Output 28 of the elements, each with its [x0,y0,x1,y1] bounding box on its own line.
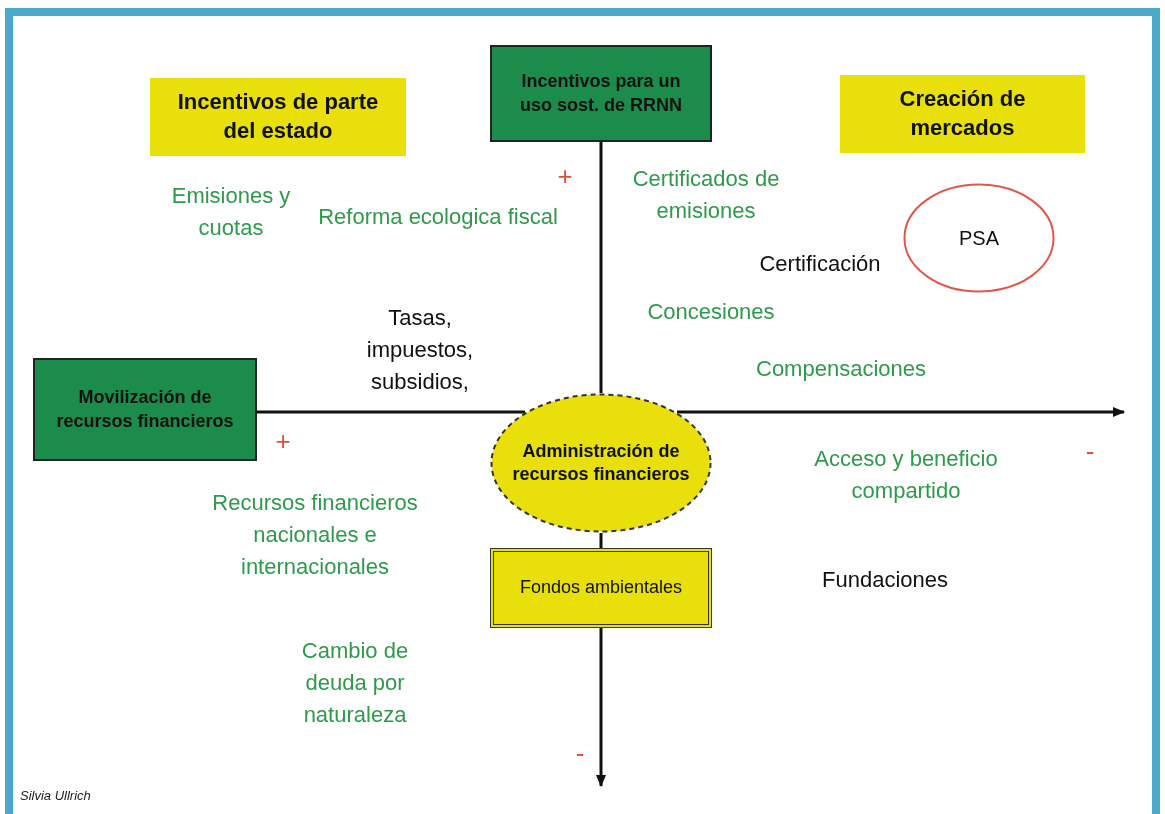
axis-arrow [596,628,606,787]
sign-label: + [556,160,574,192]
category-label: Tasas, impuestos, subsidios, [365,304,475,396]
sign-label: + [274,425,292,457]
category-label: Concesiones [646,298,776,326]
sign-label: - [1084,435,1096,467]
sign-label: - [574,737,586,769]
category-label: Acceso y beneficio compartido [813,445,999,505]
center-ellipse: Administración de recursos financieros [490,393,712,533]
category-label: Certificados de emisiones [631,165,781,225]
fund-box: Fondos ambientales [490,548,712,628]
axis-end-box: Incentivos para un uso sost. de RRNN [490,45,712,142]
axis-arrow [677,407,1125,417]
category-label: Reforma ecologica fiscal [317,203,559,231]
axis-end-box: Movilización de recursos financieros [33,358,257,461]
category-box: Incentivos de parte del estado [150,78,406,156]
category-label: Cambio de deuda por naturaleza [300,637,410,729]
category-label: Fundaciones [821,566,949,594]
category-label: Certificación [758,250,882,278]
highlight-ellipse: PSA [903,183,1055,293]
category-box: Creación de mercados [840,75,1085,153]
connector-line [599,533,603,548]
category-label: Recursos financieros nacionales e internacionales [211,489,419,581]
connector-line [599,142,603,393]
category-label: Compensaciones [755,355,927,383]
credit-text: Silvia Ullrich [20,787,91,805]
category-label: Emisiones y cuotas [170,182,292,242]
connector-line [257,410,525,414]
